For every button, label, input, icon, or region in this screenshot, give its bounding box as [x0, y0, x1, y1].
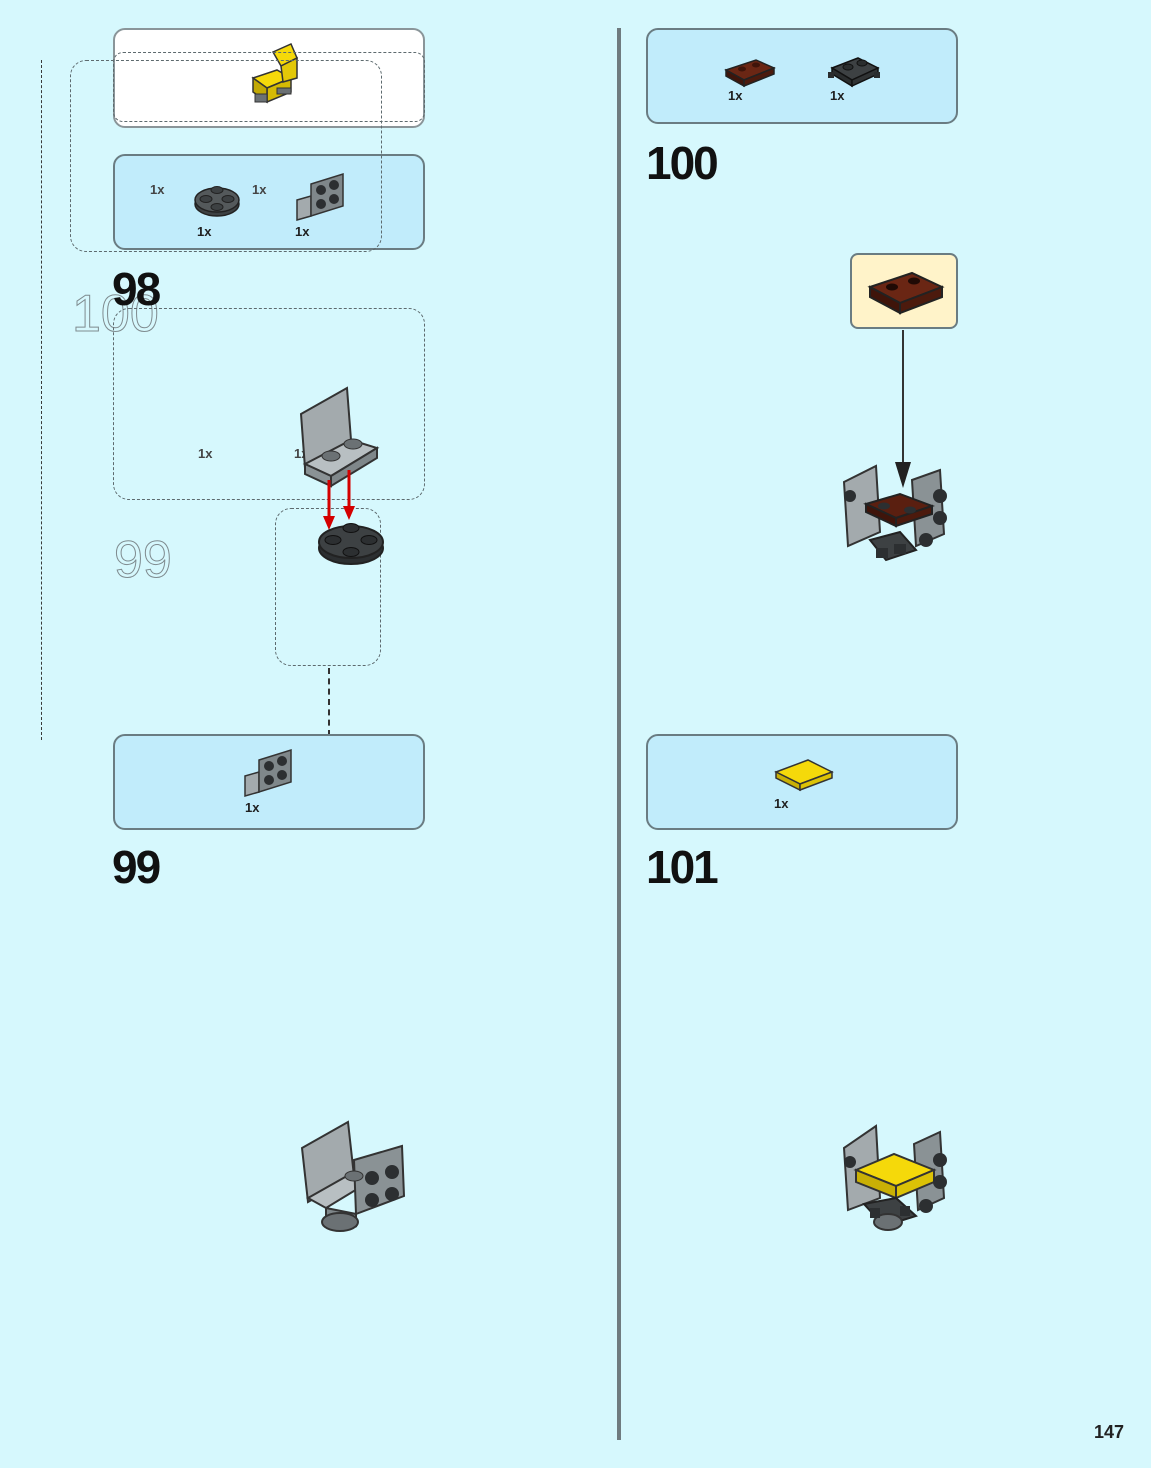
part-quantity: 1x	[830, 88, 844, 103]
step-number: 98	[112, 266, 159, 312]
dashed-connector	[328, 668, 330, 736]
step-99-assembly-illustration	[294, 1118, 414, 1236]
column-divider	[617, 28, 621, 1440]
step-number: 100	[646, 140, 717, 186]
page-number: 147	[1094, 1422, 1124, 1443]
part-quantity: 1x	[774, 796, 788, 811]
step-100-parts-box: 1x 1x	[646, 28, 958, 124]
callout-arrow	[902, 330, 904, 470]
ghost-quantity: 1x	[150, 182, 164, 197]
brown-plate-icon	[866, 267, 946, 317]
step-100-assembly-illustration	[836, 460, 956, 572]
ghost-outline-box	[113, 52, 425, 122]
step-98-assembly-illustration	[285, 384, 395, 574]
step-99-parts-box: 1x	[113, 734, 425, 830]
step-number: 101	[646, 844, 717, 890]
bracket-icon	[241, 746, 297, 798]
dark-gray-plate-icon	[826, 50, 884, 90]
dashed-guide-line	[41, 60, 42, 740]
ghost-quantity: 1x	[252, 182, 266, 197]
step-101-assembly-illustration	[836, 1120, 956, 1236]
part-quantity: 1x	[245, 800, 259, 815]
brown-plate-icon	[722, 54, 778, 90]
step-number: 99	[112, 844, 159, 890]
step-101-parts-box: 1x	[646, 734, 958, 830]
step-100-callout-box	[850, 253, 958, 329]
ghost-step-number: 99	[114, 534, 172, 586]
yellow-tile-icon	[772, 756, 836, 796]
part-quantity: 1x	[728, 88, 742, 103]
